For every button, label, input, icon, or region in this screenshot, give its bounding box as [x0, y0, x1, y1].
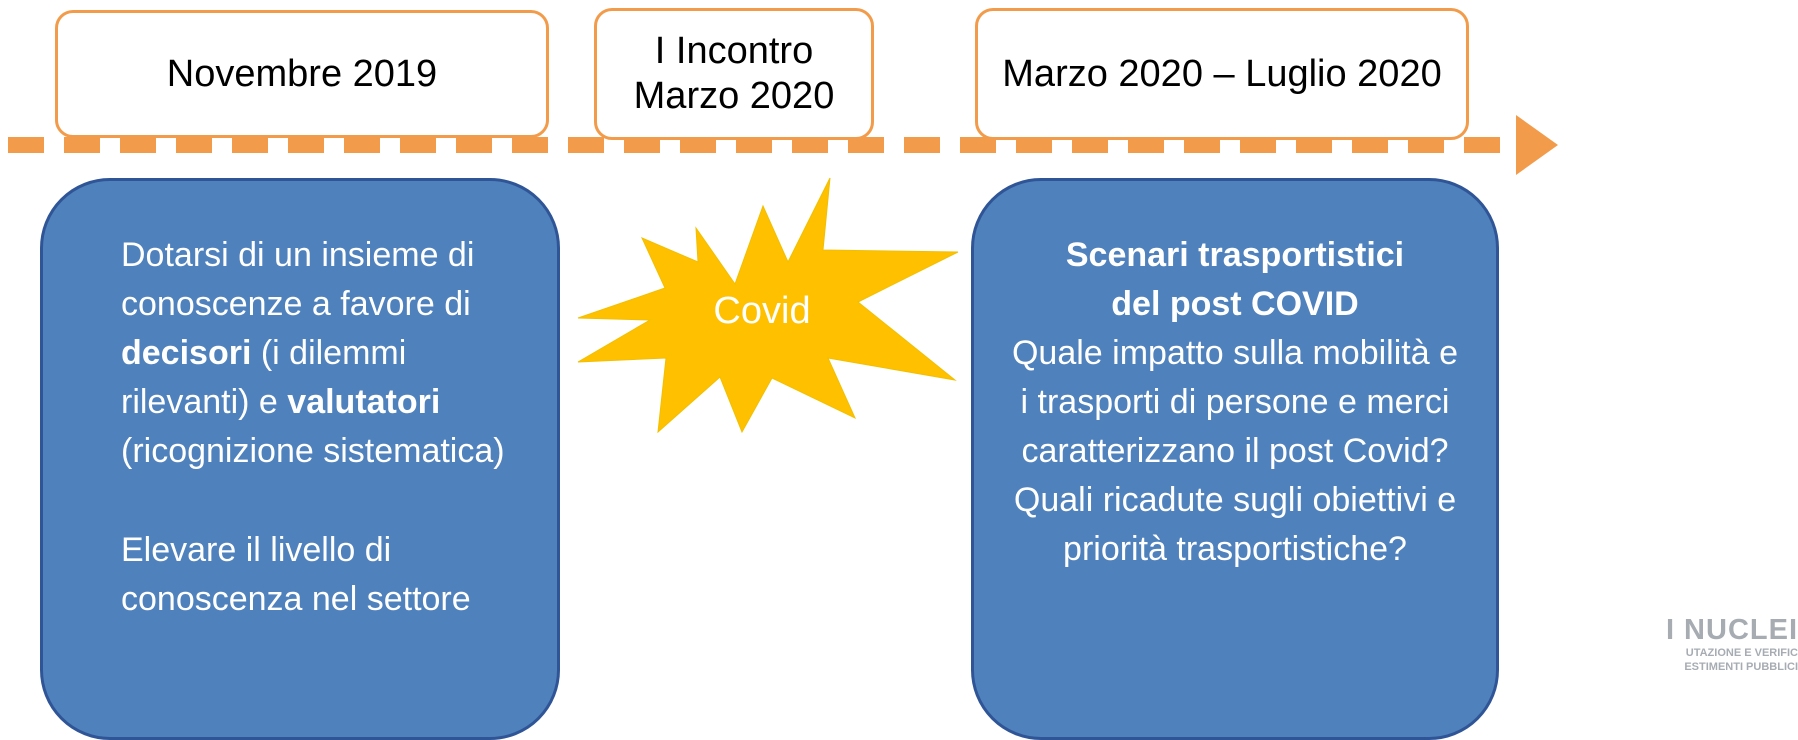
logo-line1: I NUCLEI	[1665, 614, 1798, 646]
timeline-arrow	[8, 115, 1558, 175]
date-box-novembre-2019: Novembre 2019	[55, 10, 549, 138]
scenario-box: Scenari trasportistici del post COVID Qu…	[971, 178, 1499, 740]
scenario-title-line2: del post COVID	[1111, 284, 1359, 323]
scenario-title-line1: Scenari trasportistici	[1065, 236, 1405, 274]
covid-burst: Covid	[577, 177, 959, 434]
logo-line2: UTAZIONE E VERIFIC	[1685, 647, 1798, 659]
goal-paragraph-2: Elevare il livello di conoscenza nel set…	[121, 530, 471, 618]
timeline-arrowhead	[1516, 115, 1558, 175]
date-label-line1: I Incontro	[654, 30, 814, 73]
bold-decisori: decisori	[121, 333, 252, 372]
goal-box: Dotarsi di un insieme di conoscenze a fa…	[40, 178, 560, 740]
logo-line3: ESTIMENTI PUBBLICI	[1684, 661, 1798, 673]
date-label: Marzo 2020 – Luglio 2020	[1002, 52, 1442, 95]
nuclei-logo-icon: I NUCLEI UTAZIONE E VERIFIC ESTIMENTI PU…	[1640, 614, 1798, 684]
burst-shape	[577, 177, 959, 434]
date-box-i-incontro: I Incontro Marzo 2020	[594, 8, 874, 140]
bold-valutatori: valutatori	[287, 382, 441, 421]
burst-label: Covid	[713, 290, 810, 332]
goal-paragraph: Dotarsi di un insieme di conoscenze a fa…	[121, 236, 505, 470]
scenario-body: Quale impatto sulla mobilità e i traspor…	[1011, 333, 1458, 568]
date-box-marzo-luglio-2020: Marzo 2020 – Luglio 2020	[975, 8, 1469, 140]
date-label-line2: Marzo 2020	[633, 75, 835, 117]
date-label: Novembre 2019	[166, 52, 438, 95]
